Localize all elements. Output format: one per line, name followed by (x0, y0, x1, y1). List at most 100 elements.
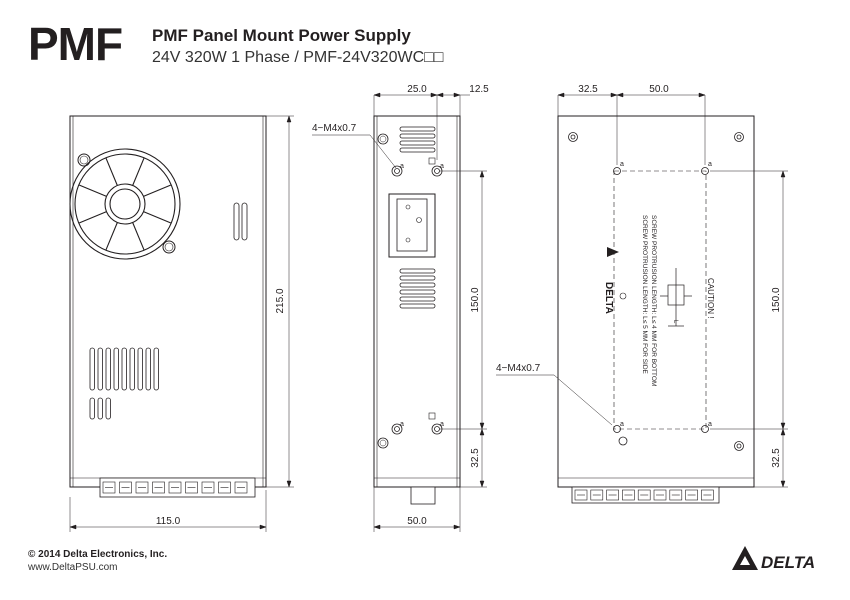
mounting-hole (391, 165, 403, 177)
terminal-screw (168, 481, 182, 494)
copyright: © 2014 Delta Electronics, Inc. (28, 549, 168, 560)
vent-slot (399, 282, 436, 288)
label-protrusion-bottom: SCREW PROTRUSION LENGTH: L≤ 4 MM FOR BOT… (650, 215, 657, 386)
corner-nut (568, 132, 578, 142)
terminal-screw (135, 481, 149, 494)
hole-marker: a (400, 163, 404, 170)
vent-slot (153, 347, 159, 391)
label-delta-brand: DELTA (603, 282, 614, 314)
vent-slot (105, 347, 111, 391)
terminal-screw (669, 489, 683, 501)
vent-slot (399, 289, 436, 295)
website-link[interactable]: www.DeltaPSU.com (28, 562, 118, 573)
hole-marker: a (400, 421, 404, 428)
dim-side-bottom-label: 32.5 (470, 448, 481, 468)
vent-slot (399, 303, 436, 309)
fan-spoke (78, 211, 107, 224)
mounting-hole (613, 167, 621, 175)
vent-slot (129, 347, 135, 391)
terminal-screw (637, 489, 651, 501)
terminal-screw (185, 481, 198, 494)
dim-back-top-a-label: 32.5 (578, 84, 598, 95)
vent-slot (137, 347, 143, 391)
vent-slot (399, 126, 436, 132)
mounting-hole (701, 425, 709, 433)
mounting-hole (613, 425, 621, 433)
terminal-screw (201, 481, 215, 494)
dim-back-top-b-label: 50.0 (649, 84, 669, 95)
hole-marker: a (620, 161, 624, 168)
dim-back-bottom-label: 32.5 (771, 448, 782, 468)
front-view (69, 115, 294, 532)
corner-nut-center (736, 443, 742, 449)
vent-slot (145, 347, 151, 391)
label-delta-triangle-icon (607, 247, 619, 257)
side-view (312, 92, 613, 532)
fan-spoke (105, 222, 118, 251)
fan-spoke (132, 222, 145, 251)
mounting-hole-center (434, 168, 440, 174)
vent-slot (113, 347, 119, 391)
hole-marker: a (708, 421, 712, 428)
mounting-hole-center (434, 426, 440, 432)
hole-marker: a (440, 421, 444, 428)
vent-slot (89, 397, 95, 420)
vent-slot (399, 268, 436, 274)
hole-marker: a (620, 421, 624, 428)
vent-slot (399, 133, 436, 139)
dim-front-width-label: 115.0 (156, 516, 181, 527)
hole-marker: a (440, 163, 444, 170)
vent-slot (97, 397, 103, 420)
vent-slot (105, 397, 111, 420)
label-l-mark: L (672, 320, 678, 324)
terminal-screw (606, 489, 619, 501)
corner-nut-center (570, 134, 576, 140)
vent-slot (399, 140, 436, 146)
terminal-screw (685, 489, 698, 501)
screw-diagram (660, 268, 692, 327)
terminal-screw (218, 481, 231, 494)
label-caution: CAUTION ! (706, 278, 715, 318)
corner-nut (734, 441, 744, 451)
vent-slot (97, 347, 103, 391)
terminal-screw (701, 489, 714, 501)
brand-name: PMF (28, 18, 123, 70)
page-subtitle: 24V 320W 1 Phase / PMF-24V320WC□□ (152, 49, 444, 66)
back-view (557, 92, 788, 504)
dim-side-top-a-label: 25.0 (407, 84, 427, 95)
mounting-hole (391, 423, 403, 435)
vent-slot (121, 347, 127, 391)
mounting-hole (701, 167, 709, 175)
terminal-screw (119, 481, 132, 494)
mounting-hole-center (394, 168, 400, 174)
terminal-screw (102, 481, 116, 494)
delta-logo: DELTA (732, 546, 815, 572)
hole-marker: a (708, 161, 712, 168)
delta-logo-text: DELTA (761, 553, 815, 572)
vent-slot (399, 296, 436, 302)
terminal-screw (590, 489, 604, 501)
corner-nut (734, 132, 744, 142)
vent-slot (399, 147, 436, 153)
dim-side-width-label: 50.0 (407, 516, 427, 527)
side-screw-callout: 4−M4x0.7 (312, 123, 357, 134)
dim-front-height (266, 115, 294, 488)
fan-spoke (78, 184, 107, 197)
terminal-screw (574, 489, 588, 501)
vent-slot (89, 347, 95, 391)
page-title: PMF Panel Mount Power Supply (152, 26, 411, 45)
terminal-screw (234, 481, 248, 494)
fan-spoke (132, 157, 145, 186)
dim-side-hole-spacing-label: 150.0 (470, 287, 481, 312)
corner-nut-center (736, 134, 742, 140)
dim-side-top-b-label: 12.5 (469, 84, 489, 95)
vent-slot (399, 275, 436, 281)
back-screw-callout: 4−M4x0.7 (496, 363, 541, 374)
fan-spoke (143, 184, 172, 197)
dim-front-height-label: 215.0 (275, 288, 286, 313)
terminal-screw (622, 489, 635, 501)
fan-grille (69, 148, 181, 260)
fan-spoke (143, 211, 172, 224)
fan-spoke (105, 157, 118, 186)
